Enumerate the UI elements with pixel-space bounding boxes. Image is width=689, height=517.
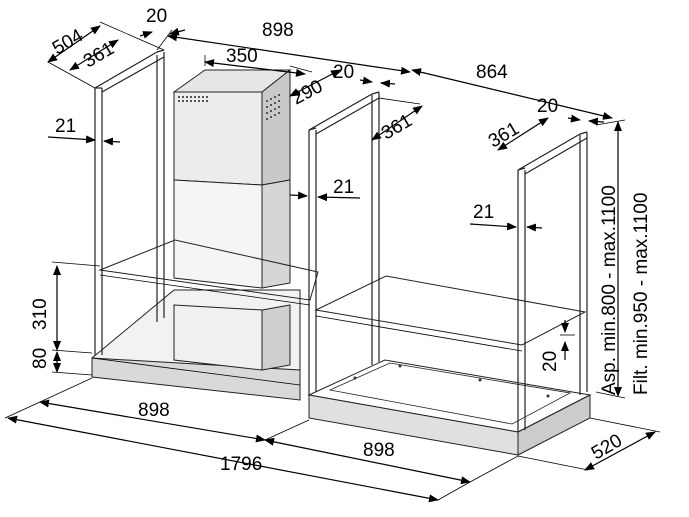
chimney-upper xyxy=(172,68,292,186)
dim-top-post-gap-left: 20 xyxy=(146,6,167,27)
dim-module-width-top: 898 xyxy=(262,20,294,41)
dim-center-post-section: 21 xyxy=(333,177,354,198)
right-frame xyxy=(517,131,588,432)
dim-shelf-thickness-right: 20 xyxy=(540,351,561,372)
dim-frame-depth-center: 361 xyxy=(378,110,416,144)
center-frame xyxy=(308,91,380,395)
dim-right-post-section: 21 xyxy=(473,202,494,223)
note-aspiration-height: Asp. min.800 - max.1100 xyxy=(599,185,620,395)
left-shelf xyxy=(98,239,319,306)
dim-module-width-right: 864 xyxy=(476,62,508,83)
right-canopy xyxy=(307,359,592,456)
left-frame xyxy=(94,49,165,355)
dim-total-depth: 520 xyxy=(588,430,626,464)
dim-chimney-depth: 290 xyxy=(288,76,326,109)
dim-total-width: 1796 xyxy=(220,454,262,475)
dim-bottom-width-left: 898 xyxy=(138,400,170,421)
dim-chimney-width: 350 xyxy=(226,46,258,67)
note-filtration-height: Filt. min.950 - max.1100 xyxy=(631,193,652,395)
dim-hood-height: 80 xyxy=(30,348,51,369)
dim-right-post-gap: 20 xyxy=(537,96,558,117)
dim-left-post-section: 21 xyxy=(55,116,76,137)
dim-bottom-width-right: 898 xyxy=(363,440,395,461)
dim-mid-post-gap: 20 xyxy=(333,62,354,83)
dim-chimney-height: 310 xyxy=(30,298,51,330)
dim-frame-depth-right: 361 xyxy=(485,118,523,152)
chimney-lower xyxy=(173,179,291,371)
right-shelf xyxy=(314,275,587,352)
